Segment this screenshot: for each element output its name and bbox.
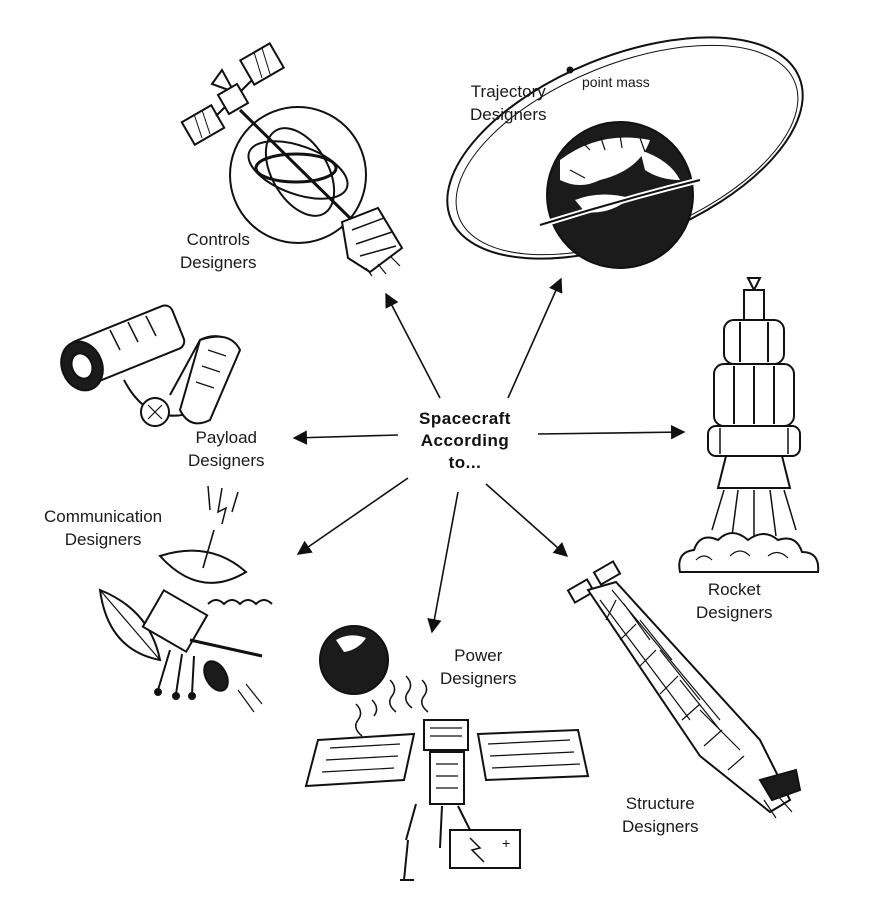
arrow-to-structure xyxy=(485,483,569,557)
rocket-label-line1: Rocket xyxy=(707,580,761,599)
payload-instrument-illustration xyxy=(60,304,242,427)
arrow-to-power xyxy=(427,491,459,634)
trajectory-planet-illustration xyxy=(446,36,804,269)
power-illustration: + xyxy=(304,625,590,881)
point-mass-label: point mass xyxy=(582,74,650,90)
payload-label-line2: Designers xyxy=(188,451,265,470)
structure-label-line1: Structure xyxy=(625,794,695,813)
power-label-line2: Designers xyxy=(440,669,517,688)
rocket-label-line2: Designers xyxy=(696,603,773,622)
controls-satellite-illustration xyxy=(180,42,404,277)
arrow-to-payload xyxy=(292,430,399,445)
rocket-illustration xyxy=(678,277,820,573)
communication-designers-label: Communication Designers xyxy=(44,505,162,551)
controls-designers-label: Controls Designers xyxy=(180,228,257,274)
rocket-designers-label: Rocket Designers xyxy=(696,578,773,624)
center-title-line2: According xyxy=(420,431,510,450)
structure-label-line2: Designers xyxy=(622,817,699,836)
power-designers-label: Power Designers xyxy=(440,644,517,690)
payload-designers-label: Payload Designers xyxy=(188,426,265,472)
trajectory-designers-label: Trajectory Designers xyxy=(470,80,547,126)
center-title: Spacecraft According to... xyxy=(400,408,530,474)
center-title-line1: Spacecraft xyxy=(419,409,511,428)
structure-illustration xyxy=(566,560,802,819)
arrow-to-trajectory xyxy=(507,277,563,399)
center-title-line3: to... xyxy=(448,453,482,472)
arrow-to-rocket xyxy=(537,424,686,440)
structure-designers-label: Structure Designers xyxy=(622,792,699,838)
arrow-to-controls xyxy=(385,292,441,399)
controls-label-line1: Controls xyxy=(186,230,250,249)
svg-text:+: + xyxy=(502,835,510,851)
power-label-line1: Power xyxy=(454,646,503,665)
trajectory-label-line2: Designers xyxy=(470,105,547,124)
communication-label-line1: Communication xyxy=(44,507,163,526)
controls-label-line2: Designers xyxy=(180,253,257,272)
arrows xyxy=(292,277,686,634)
arrow-to-communication xyxy=(296,477,409,555)
communication-label-line2: Designers xyxy=(64,530,142,549)
trajectory-label-line1: Trajectory xyxy=(470,82,546,101)
payload-label-line1: Payload xyxy=(195,428,257,447)
communication-antenna-illustration xyxy=(98,485,273,713)
